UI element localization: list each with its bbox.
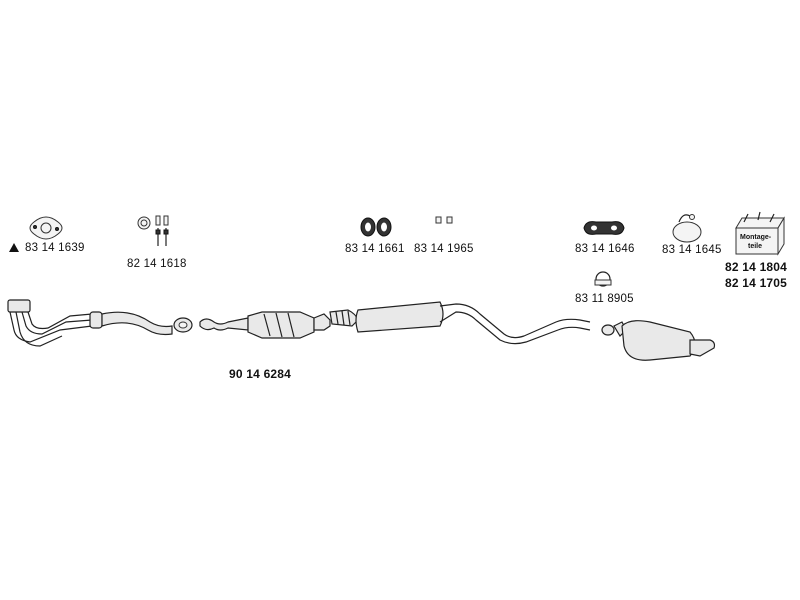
kit-box-text-line1: Montage- bbox=[740, 234, 772, 241]
mounting-kit-label-2: 82 14 1705 bbox=[725, 276, 788, 290]
center-muffler bbox=[355, 301, 591, 345]
catalyst-label: 90 14 6284 bbox=[229, 367, 292, 381]
rubber-mounts-label: 83 14 1661 bbox=[345, 243, 405, 255]
bolts-springs-label: 82 14 1618 bbox=[127, 258, 187, 270]
gasket-flange-label: 83 14 1639 bbox=[9, 242, 85, 254]
small-clips-label: 83 14 1965 bbox=[414, 243, 474, 255]
gasket-round-part bbox=[672, 214, 702, 243]
rubber-mounts-part bbox=[360, 217, 392, 237]
mounting-kit-box: Montage- teile bbox=[735, 211, 785, 256]
warning-triangle-icon bbox=[9, 243, 19, 252]
middle-connector bbox=[329, 309, 359, 327]
bolts-springs-part bbox=[137, 215, 169, 246]
front-exhaust-pipe bbox=[7, 299, 193, 347]
clamp-part bbox=[594, 271, 612, 287]
rubber-strap-part bbox=[583, 221, 625, 235]
clamp-label: 83 11 8905 bbox=[575, 293, 634, 305]
kit-box-text-line2: teile bbox=[748, 243, 762, 250]
gasket-round-label: 83 14 1645 bbox=[662, 244, 722, 256]
small-clips-part bbox=[435, 216, 453, 224]
mounting-kit-label-1: 82 14 1804 bbox=[725, 260, 788, 274]
rear-muffler bbox=[601, 320, 716, 361]
gasket-flange-part bbox=[29, 216, 63, 240]
rubber-strap-label: 83 14 1646 bbox=[575, 243, 635, 255]
catalytic-converter bbox=[199, 311, 331, 339]
